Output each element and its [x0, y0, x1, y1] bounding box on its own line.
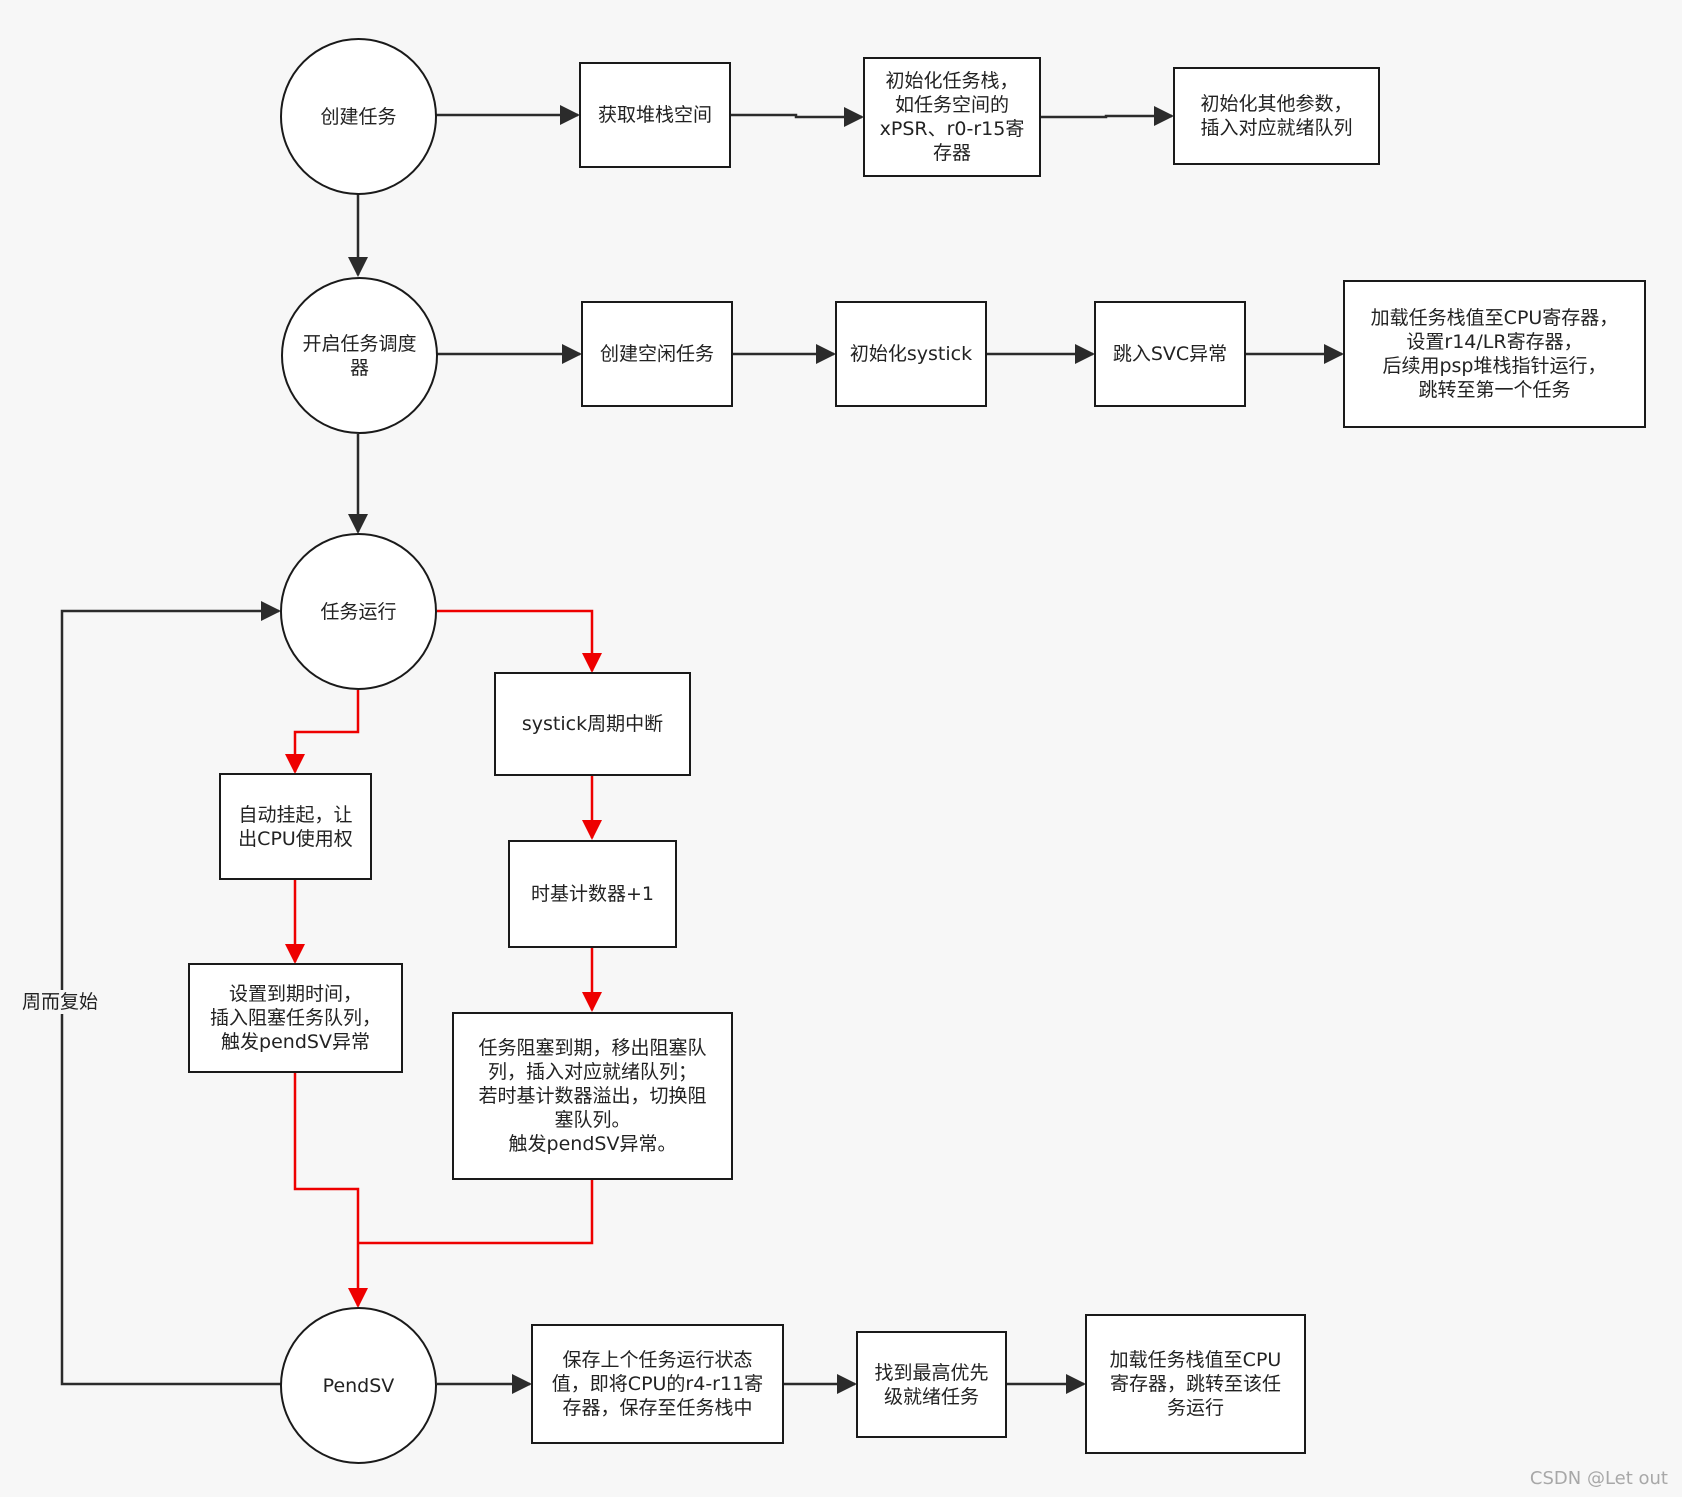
start-scheduler-node: 开启任务调度 器	[281, 277, 438, 434]
edge-run-to-suspend	[285, 690, 360, 774]
pendsv-node: PendSV	[280, 1307, 437, 1464]
get-stack-node: 获取堆栈空间	[579, 62, 731, 168]
block-expire-node: 任务阻塞到期，移出阻塞队 列，插入对应就绪队列； 若时基计数器溢出，切换阻 塞队…	[452, 1012, 733, 1180]
loop-label: 周而复始	[20, 990, 101, 1014]
edge-run-to-systick-irq	[437, 609, 602, 673]
init-other-node: 初始化其他参数， 插入对应就绪队列	[1173, 67, 1380, 165]
edge-set-expire-to-pendsv	[293, 1073, 368, 1308]
load-first-task-node: 加载任务栈值至CPU寄存器， 设置r14/LR寄存器， 后续用psp堆栈指针运行…	[1343, 280, 1646, 428]
timebase-inc-node: 时基计数器+1	[508, 840, 677, 948]
edge-block-expire-to-pendsv	[358, 1180, 594, 1245]
systick-irq-node: systick周期中断	[494, 672, 691, 776]
jump-svc-node: 跳入SVC异常	[1094, 301, 1246, 407]
create-task-node: 创建任务	[280, 38, 437, 195]
create-idle-node: 创建空闲任务	[581, 301, 733, 407]
load-task-node: 加载任务栈值至CPU 寄存器，跳转至该任 务运行	[1085, 1314, 1306, 1454]
csdn-watermark: CSDN @Let out	[1529, 1468, 1668, 1489]
auto-suspend-node: 自动挂起，让 出CPU使用权	[219, 773, 372, 880]
edge-init-to-other	[1040, 106, 1174, 126]
init-systick-node: 初始化systick	[835, 301, 987, 407]
find-highest-node: 找到最高优先 级就绪任务	[856, 1331, 1007, 1438]
save-state-node: 保存上个任务运行状态 值，即将CPU的r4-r11寄 存器，保存至任务栈中	[531, 1324, 784, 1444]
task-run-node: 任务运行	[280, 533, 437, 690]
edge-stack-to-init	[730, 107, 864, 127]
set-expire-node: 设置到期时间， 插入阻塞任务队列， 触发pendSV异常	[188, 963, 403, 1073]
init-task-stack-node: 初始化任务栈， 如任务空间的 xPSR、r0-r15寄 存器	[863, 57, 1041, 177]
